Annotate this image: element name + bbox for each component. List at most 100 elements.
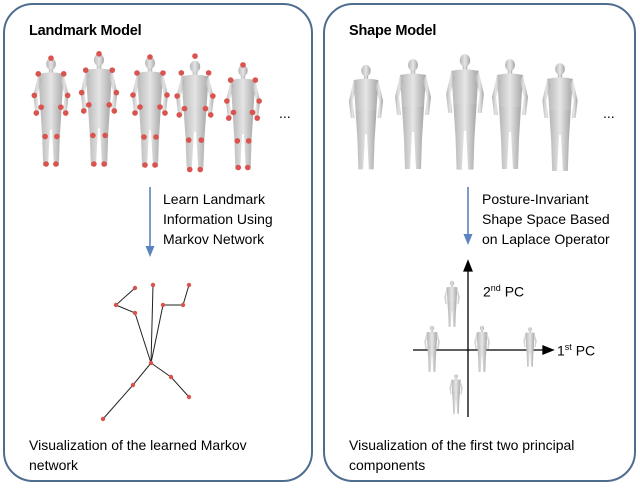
landmark-dot xyxy=(106,102,112,108)
network-edge xyxy=(150,284,154,364)
pc1-suffix: st xyxy=(564,342,572,352)
landmark-dot xyxy=(101,161,107,167)
shape-figure-3 xyxy=(446,54,484,170)
landmark-dot xyxy=(96,51,102,57)
pc1-axis-label: 1st PC xyxy=(557,342,595,359)
landmark-dot xyxy=(256,98,262,104)
pc1-unit: PC xyxy=(575,342,596,359)
landmark-dot xyxy=(60,71,67,77)
landmark-dot xyxy=(210,93,216,99)
shape-figure-4 xyxy=(492,59,528,169)
landmark-dot xyxy=(35,71,42,77)
network-node xyxy=(186,282,192,288)
landmark-dot xyxy=(176,112,183,118)
landmark-dot xyxy=(181,105,188,112)
landmark-dot xyxy=(82,67,89,73)
landmark-dot xyxy=(225,115,232,121)
pc-figure-top xyxy=(444,280,460,327)
landmark-dot xyxy=(207,112,214,118)
network-edge xyxy=(102,384,134,420)
landmark-dot xyxy=(164,92,170,98)
network-node xyxy=(130,382,136,388)
landmark-dot xyxy=(240,62,246,68)
markov-network xyxy=(100,282,192,422)
landmark-dot xyxy=(252,77,259,83)
landmark-dot xyxy=(130,92,136,98)
pc2-unit: PC xyxy=(504,283,525,300)
network-edge xyxy=(182,284,190,306)
shape-step-line-2: Shape Space Based xyxy=(482,211,610,227)
pc-figures xyxy=(424,280,537,414)
landmark-dot xyxy=(86,102,92,108)
shape-model-graphics xyxy=(348,54,578,417)
landmark-dot xyxy=(90,132,96,139)
landmark-dot xyxy=(43,161,49,167)
landmark-dot xyxy=(153,134,159,140)
landmark-dot xyxy=(185,137,192,143)
network-edge xyxy=(170,376,190,398)
shape-model-title: Shape Model xyxy=(349,23,437,39)
network-node xyxy=(113,302,119,308)
shape-model-panel: Shape Model xyxy=(323,3,636,482)
landmark-dot xyxy=(147,54,153,60)
landmark-dot xyxy=(109,67,116,73)
pc-figure-bottom xyxy=(449,374,463,414)
shape-step-arrow xyxy=(463,187,473,245)
learn-step-arrow xyxy=(145,187,155,257)
landmark-dot xyxy=(198,137,205,143)
landmark-dot xyxy=(224,98,230,104)
landmark-dot xyxy=(62,110,69,116)
shape-figure-5 xyxy=(542,63,578,171)
landmark-dot xyxy=(244,164,251,171)
network-edge xyxy=(115,304,136,314)
landmark-model-panel: Landmark Model xyxy=(3,3,313,482)
landmark-dot xyxy=(111,108,118,114)
pc-figure-left xyxy=(424,325,440,372)
network-node xyxy=(100,416,106,422)
shape-figures-row xyxy=(348,54,578,171)
network-node xyxy=(132,285,138,291)
network-node xyxy=(186,394,192,400)
landmark-dot xyxy=(162,110,168,116)
learn-step-line-1: Learn Landmark xyxy=(163,191,265,207)
network-node xyxy=(132,310,138,316)
pc-figure-right xyxy=(523,327,537,367)
shape-figure-1 xyxy=(348,64,384,170)
landmark-dot xyxy=(91,161,97,167)
pc2-ordinal: 2 xyxy=(483,283,491,300)
shape-figure-2 xyxy=(395,59,431,169)
landmark-dot xyxy=(197,166,204,173)
network-node xyxy=(160,302,166,308)
shape-step-text: Posture-Invariant Shape Space Based on L… xyxy=(482,189,610,249)
markov-network-caption: Visualization of the learned Markov netw… xyxy=(29,437,247,473)
landmark-dot xyxy=(38,104,44,110)
landmark-dot xyxy=(42,133,48,140)
principal-components-caption: Visualization of the first two principal… xyxy=(349,437,575,473)
landmark-model-title: Landmark Model xyxy=(29,23,142,39)
more-figures-ellipsis: ... xyxy=(279,105,291,121)
landmark-dot xyxy=(157,104,163,110)
landmark-dot xyxy=(134,70,140,76)
network-node xyxy=(168,374,174,380)
landmark-dot xyxy=(227,77,234,83)
learn-step-text: Learn Landmark Information Using Markov … xyxy=(163,189,273,249)
pc1-axis-arrowhead xyxy=(542,345,555,355)
landmark-dot xyxy=(205,70,212,76)
landmark-dot xyxy=(245,138,252,144)
landmark-dot xyxy=(202,105,209,112)
learn-step-line-3: Markov Network xyxy=(163,231,265,247)
landmark-dot xyxy=(160,70,166,76)
shape-step-line-3: on Laplace Operator xyxy=(482,231,610,247)
network-node xyxy=(180,302,186,308)
landmark-dot xyxy=(142,162,148,168)
landmark-dot xyxy=(53,161,59,167)
landmark-dot xyxy=(102,132,108,139)
network-edge xyxy=(134,312,152,364)
network-edge xyxy=(150,304,164,364)
landmark-dot xyxy=(178,70,185,76)
pc2-axis-label: 2nd PC xyxy=(483,283,524,300)
landmark-dot xyxy=(152,162,158,168)
network-edge xyxy=(150,362,172,378)
landmark-dot xyxy=(137,104,143,110)
